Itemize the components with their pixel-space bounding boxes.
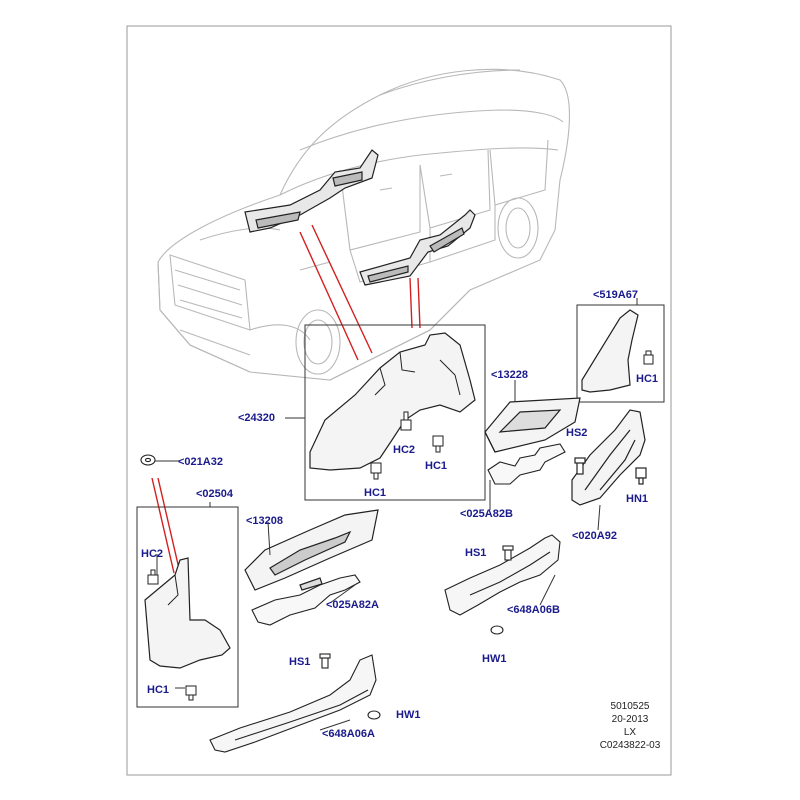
nut-hn1-icon [635,467,647,485]
fastener-label-hw1[interactable]: HW1 [482,653,507,665]
clip-hc2-icon [400,411,412,431]
part-648A06B-rail [444,534,561,635]
part-box-24320 [304,324,486,501]
fastener-label-hc2[interactable]: HC2 [141,548,164,560]
part-020A92 [571,409,647,506]
reference-block: 5010525 20-2013 LX C0243822-03 [598,700,662,752]
fastener-label-hs1[interactable]: HS1 [289,656,311,668]
diagram-frame [126,25,672,776]
callout-13228[interactable]: <13228 [491,369,529,381]
callout-02504[interactable]: <02504 [196,488,234,500]
fastener-label-hs1[interactable]: HS1 [465,547,487,559]
part-group-24320 [285,324,486,501]
clip-hc1-icon [432,435,444,453]
reference-illustration-id: C0243822-03 [599,740,661,751]
clip-hc1-519-icon [643,350,654,365]
part-13228 [484,397,581,453]
callout-648A06B[interactable]: <648A06B [507,604,560,616]
part-021A32-washer [140,454,156,466]
clip-hc2-left-icon [147,569,159,585]
washer-hw1-lower-icon [367,710,381,720]
screw-hs1-lower-icon [319,653,331,669]
fastener-label-hc2[interactable]: HC2 [393,444,416,456]
part-group-519A67 [576,304,665,403]
fastener-label-hc1[interactable]: HC1 [636,373,659,385]
screw-hs2-icon [574,457,586,475]
callout-648A06A[interactable]: <648A06A [322,728,375,740]
fastener-label-hs2[interactable]: HS2 [566,427,588,439]
part-group-02504 [136,502,239,708]
part-648A06A-rail [209,653,381,753]
reference-date: 20-2013 [611,714,649,725]
vehicle-outline [157,68,571,381]
part-13208 [244,509,379,591]
part-025A82A-bracket [251,574,361,626]
fastener-label-hc1[interactable]: HC1 [364,487,387,499]
fastener-label-hw1[interactable]: HW1 [396,709,421,721]
leader-lines-red [151,224,421,574]
part-519A67-pillar [581,309,639,393]
reference-model: LX [623,727,637,738]
screw-hs1-icon [502,545,514,561]
reference-number: 5010525 [610,701,650,712]
callout-025A82B[interactable]: <025A82B [460,508,513,520]
callout-021A32[interactable]: <021A32 [178,456,223,468]
callout-24320[interactable]: <24320 [238,412,276,424]
fastener-label-hc1[interactable]: HC1 [147,684,170,696]
callout-519A67[interactable]: <519A67 [593,289,638,301]
clip-hc1-left-icon [185,685,197,701]
vehicle-trim-highlight [244,149,476,286]
callout-020A92[interactable]: <020A92 [572,530,617,542]
fastener-label-hn1[interactable]: HN1 [626,493,649,505]
part-02504-pillar [144,557,231,669]
part-24320-trim [309,332,476,471]
part-box-519A67 [576,304,665,403]
part-025A82B-bracket [487,443,566,485]
clip-hc1-lower-icon [370,462,382,480]
callout-13208[interactable]: <13208 [246,515,284,527]
callout-025A82A[interactable]: <025A82A [326,599,379,611]
washer-hw1-icon [490,625,504,635]
fastener-label-hc1[interactable]: HC1 [425,460,448,472]
leader-lines-dark [155,298,638,731]
part-box-02504 [136,506,239,708]
